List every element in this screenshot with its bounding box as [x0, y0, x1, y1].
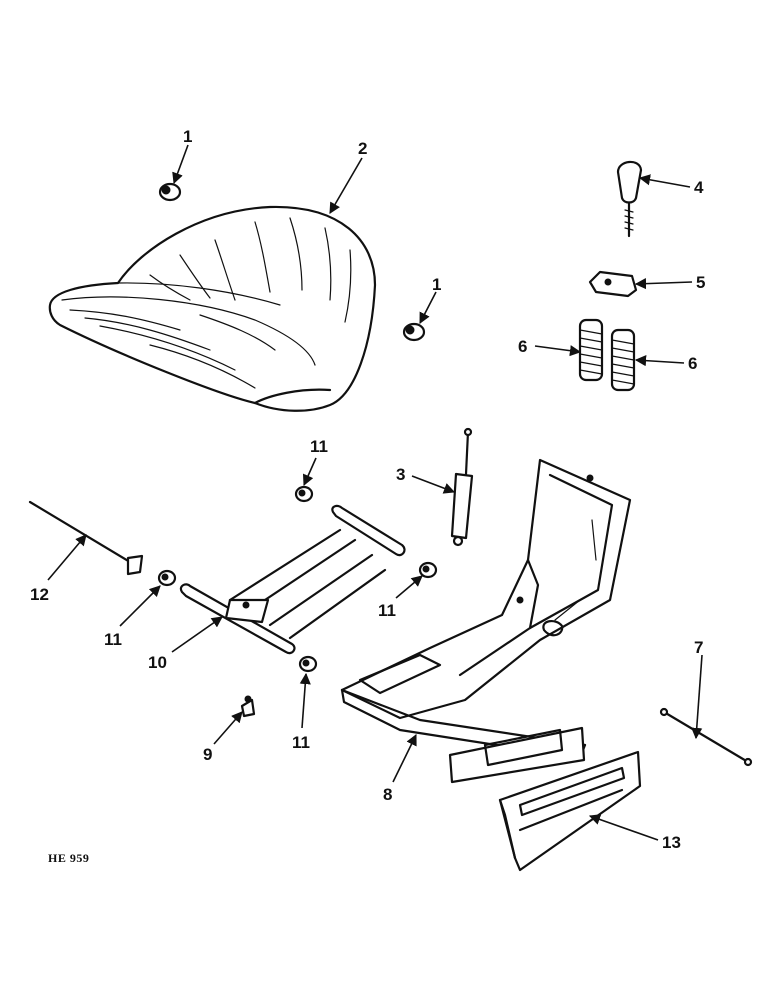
seat-bumper-right	[402, 322, 426, 342]
seat-spring-left	[578, 318, 604, 382]
callout-5: 5	[696, 273, 705, 292]
figure-code: HE 959	[48, 851, 89, 865]
callout-11-upper: 11	[310, 437, 328, 456]
callout-11-middle: 11	[378, 601, 396, 620]
spring-bracket	[588, 270, 638, 298]
callout-9: 9	[203, 745, 212, 764]
callout-6-right: 6	[688, 354, 697, 373]
callout-6-left: 6	[518, 337, 527, 356]
adjusting-knob-screw	[616, 160, 643, 238]
callout-7: 7	[694, 638, 703, 657]
leader-lines	[47, 144, 703, 841]
pivot-pin	[659, 707, 753, 767]
bushing-upper	[294, 485, 314, 503]
callout-13: 13	[662, 833, 681, 852]
mounting-bracket	[498, 750, 642, 872]
callout-labels: 1 2 1 4 5 6 6 3 11 12 11 11 10 7 9 11 8 …	[30, 127, 705, 852]
callout-11-left: 11	[104, 630, 122, 649]
bushing-middle	[418, 561, 438, 579]
seat-support-frame	[340, 458, 632, 784]
callout-10: 10	[148, 653, 167, 672]
bushing-lower	[298, 655, 318, 673]
support-rod	[28, 500, 144, 576]
callout-11-lower: 11	[292, 733, 310, 752]
callout-12: 12	[30, 585, 49, 604]
callout-8: 8	[383, 785, 392, 804]
seat-frame	[179, 504, 406, 655]
callout-4: 4	[694, 178, 704, 197]
callout-2: 2	[358, 139, 367, 158]
shock-absorber	[450, 427, 474, 547]
bushing-left	[157, 569, 177, 587]
seat-spring-right	[610, 328, 636, 392]
callout-1-upper: 1	[183, 127, 192, 146]
callout-3: 3	[396, 465, 405, 484]
grease-fitting	[240, 695, 256, 718]
callout-1-right: 1	[432, 275, 441, 294]
seat-bumper-upper	[158, 182, 182, 202]
seat-pan	[48, 205, 377, 412]
